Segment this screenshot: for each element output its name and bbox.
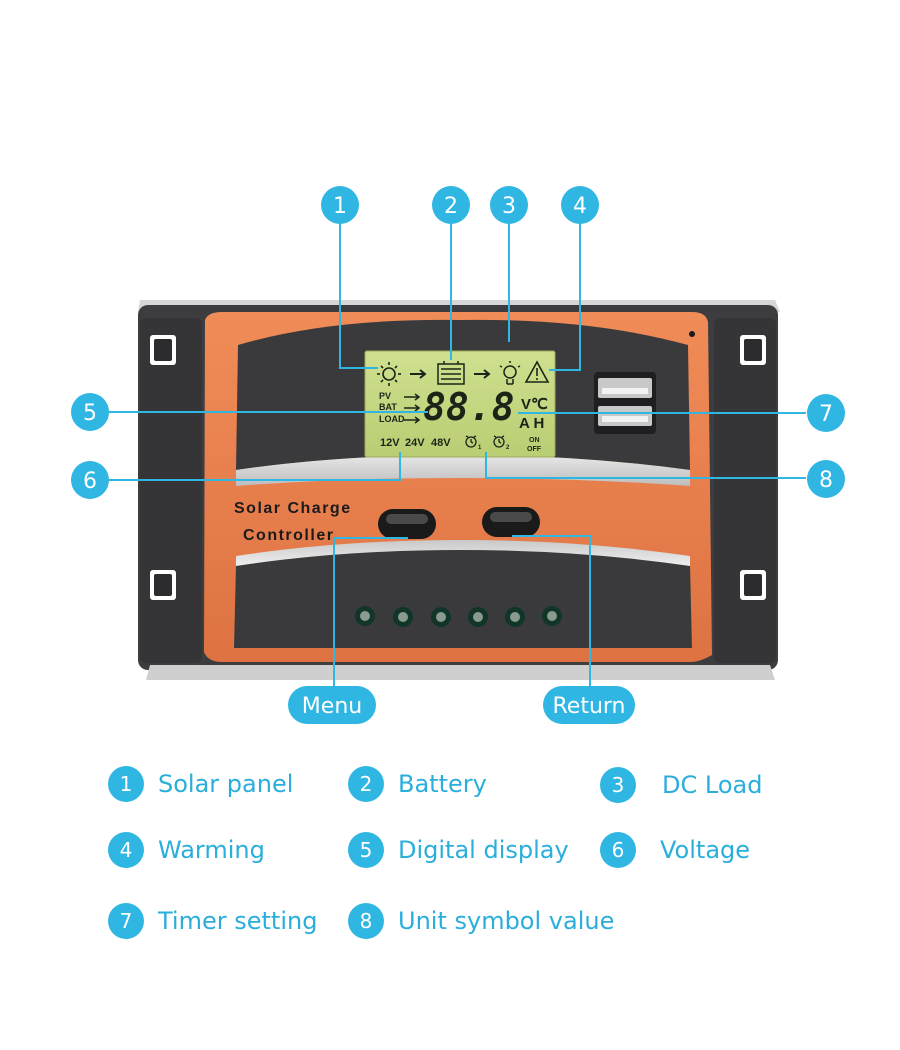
bulb-icon [499, 361, 521, 385]
svg-text:Menu: Menu [302, 694, 362, 719]
svg-text:5: 5 [83, 401, 97, 426]
arrow-right-icon [474, 369, 491, 379]
legend-item-3: 3 DC Load [600, 765, 762, 805]
timer-2-sub: 2 [506, 445, 510, 451]
legend-badge: 4 [108, 832, 144, 868]
terminal-screws [355, 606, 562, 627]
legend-badge: 1 [108, 766, 144, 802]
lcd-voltage-48v: 48V [431, 437, 451, 449]
callout-5: 5 [71, 393, 109, 431]
callout-6: 6 [71, 461, 109, 499]
svg-text:3: 3 [502, 194, 516, 219]
warning-icon [524, 360, 550, 383]
indicator-led [689, 331, 695, 337]
leader-lines [108, 222, 806, 688]
legend-label: Timer setting [158, 907, 318, 935]
battery-icon [437, 361, 465, 385]
legend-label: DC Load [662, 771, 763, 799]
legend-item-6: 6 Voltage [600, 830, 750, 870]
svg-text:4: 4 [573, 194, 587, 219]
brand-line-1: Solar Charge [234, 500, 352, 517]
legend-label: Digital display [398, 836, 569, 864]
lcd-screen: PV BAT LOAD 88.8 V℃ A H 12V 24V 48V 1 [364, 350, 556, 458]
mounting-holes [150, 335, 766, 600]
svg-text:2: 2 [444, 194, 458, 219]
legend-label: Unit symbol value [398, 907, 615, 935]
lcd-label-load: LOAD [379, 414, 405, 424]
lcd-off-label: OFF [527, 446, 542, 453]
lcd-voltage-12v: 12V [380, 437, 400, 449]
svg-text:8: 8 [819, 468, 833, 493]
legend-item-7: 7 Timer setting [108, 901, 317, 941]
callout-4: 4 [561, 186, 599, 224]
lcd-unit-volt-temp: V℃ [521, 396, 548, 413]
callout-7: 7 [807, 394, 845, 432]
legend-badge: 2 [348, 766, 384, 802]
lcd-on-label: ON [529, 437, 540, 444]
usb-ports [594, 372, 656, 434]
svg-text:1: 1 [333, 194, 347, 219]
return-hardware-button[interactable] [482, 507, 540, 537]
timer-1-icon [465, 435, 477, 448]
callout-3: 3 [490, 186, 528, 224]
legend-label: Voltage [660, 836, 751, 864]
legend-item-2: 2 Battery [348, 764, 487, 804]
legend-label: Solar panel [158, 770, 294, 798]
legend-item-4: 4 Warming [108, 830, 265, 870]
svg-text:Return: Return [552, 694, 625, 719]
lcd-label-pv: PV [379, 391, 391, 401]
sun-icon [377, 362, 401, 386]
legend-label: Battery [398, 770, 487, 798]
arrow-right-icon [410, 369, 427, 379]
legend-badge: 5 [348, 832, 384, 868]
legend-badge: 7 [108, 903, 144, 939]
legend-label: Warming [158, 836, 265, 864]
lcd-unit-amp-hour: A H [519, 415, 544, 432]
legend-item-1: 1 Solar panel [108, 764, 293, 804]
legend-badge: 3 [600, 767, 636, 803]
legend-item-5: 5 Digital display [348, 830, 569, 870]
brand-line-2: Controller [243, 527, 334, 544]
callout-2: 2 [432, 186, 470, 224]
menu-hardware-button[interactable] [378, 509, 436, 539]
timer-2-icon [493, 435, 505, 448]
svg-text:7: 7 [819, 402, 833, 427]
lcd-voltage-24v: 24V [405, 437, 425, 449]
callout-1: 1 [321, 186, 359, 224]
legend-item-8: 8 Unit symbol value [348, 901, 614, 941]
callout-8: 8 [807, 460, 845, 498]
terminal-panel [234, 548, 692, 648]
return-label-pill: Return [543, 686, 635, 724]
lcd-label-bat: BAT [379, 402, 397, 412]
legend-badge: 8 [348, 903, 384, 939]
timer-1-sub: 1 [478, 445, 482, 451]
svg-text:6: 6 [83, 469, 97, 494]
legend-badge: 6 [600, 832, 636, 868]
lcd-row-arrows [404, 393, 421, 424]
lcd-digits: 88.8 [423, 385, 515, 429]
menu-label-pill: Menu [288, 686, 376, 724]
